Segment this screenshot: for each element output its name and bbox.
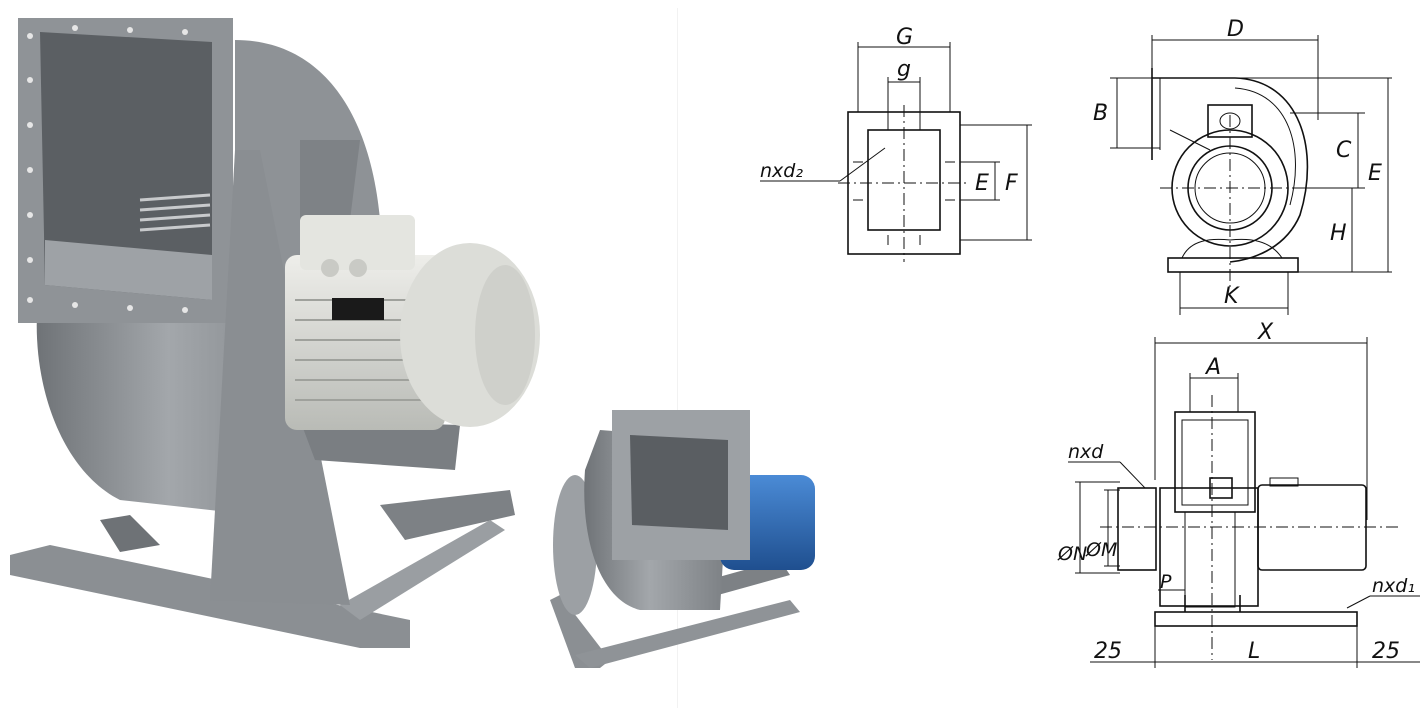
- label-E-inlet: E: [975, 171, 989, 196]
- label-g: g: [897, 57, 911, 82]
- leader-nxd: [1119, 461, 1146, 489]
- label-M: ØM: [1085, 539, 1117, 561]
- small-base-rail: [550, 595, 610, 668]
- terminal-box: [300, 215, 415, 270]
- small-base-rail-front: [575, 600, 800, 668]
- small-outlet-opening: [630, 435, 728, 530]
- motor-feet: [1181, 238, 1283, 259]
- base-crossbar: [340, 520, 505, 620]
- large-fan-photo: [10, 18, 540, 648]
- label-F: F: [1005, 171, 1018, 196]
- label-K: K: [1224, 284, 1240, 309]
- panel-divider: [677, 8, 678, 708]
- scroll-outline: [1152, 77, 1309, 263]
- label-L: L: [1248, 639, 1260, 664]
- label-nxd2: nxd₂: [760, 160, 803, 182]
- base-rail-back: [380, 490, 515, 540]
- outlet-body-top: [1174, 411, 1256, 513]
- label-N: ØN: [1057, 543, 1087, 565]
- inlet-view-drawing: G g F E nxd₂: [760, 25, 1032, 262]
- small-fan-photo: [550, 410, 815, 668]
- motor-mount: [300, 420, 460, 470]
- label-B: B: [1093, 101, 1108, 126]
- label-C: C: [1336, 138, 1352, 163]
- label-25-left: 25: [1094, 639, 1122, 664]
- base-strut: [100, 515, 160, 552]
- side-view-drawing: D B C E H K: [1093, 17, 1392, 315]
- cable-gland-icon: [321, 259, 339, 277]
- label-nxd: nxd: [1068, 441, 1104, 463]
- label-25-right: 25: [1372, 639, 1400, 664]
- label-E-side: E: [1368, 161, 1382, 186]
- motor-body: [285, 255, 445, 430]
- inlet-ring-top: [1117, 487, 1157, 571]
- label-D: D: [1227, 17, 1244, 42]
- inlet-opening: [40, 32, 212, 300]
- impeller-blades: [139, 193, 211, 232]
- label-A: A: [1204, 355, 1221, 380]
- label-X: X: [1257, 320, 1274, 345]
- cable-gland-icon: [349, 259, 367, 277]
- inlet-bolt-holes: [853, 117, 955, 245]
- foot-plate: [1167, 257, 1299, 273]
- label-P: P: [1160, 571, 1172, 593]
- label-H: H: [1330, 221, 1347, 246]
- motor-cover-grille: [475, 265, 535, 405]
- label-nxd1: nxd₁: [1372, 575, 1415, 597]
- support-plate: [210, 150, 350, 605]
- leader-nxd2: [839, 147, 886, 182]
- scroll-inner-outline: [1234, 87, 1296, 206]
- top-view-drawing: X A ØN ØM: [1057, 320, 1420, 668]
- base-top: [1154, 611, 1358, 627]
- base-rail-front: [10, 545, 410, 648]
- flange-bolt-holes: [27, 25, 188, 313]
- label-G: G: [896, 25, 913, 50]
- motor-nameplate: [332, 298, 384, 320]
- inlet-lip: [45, 240, 212, 300]
